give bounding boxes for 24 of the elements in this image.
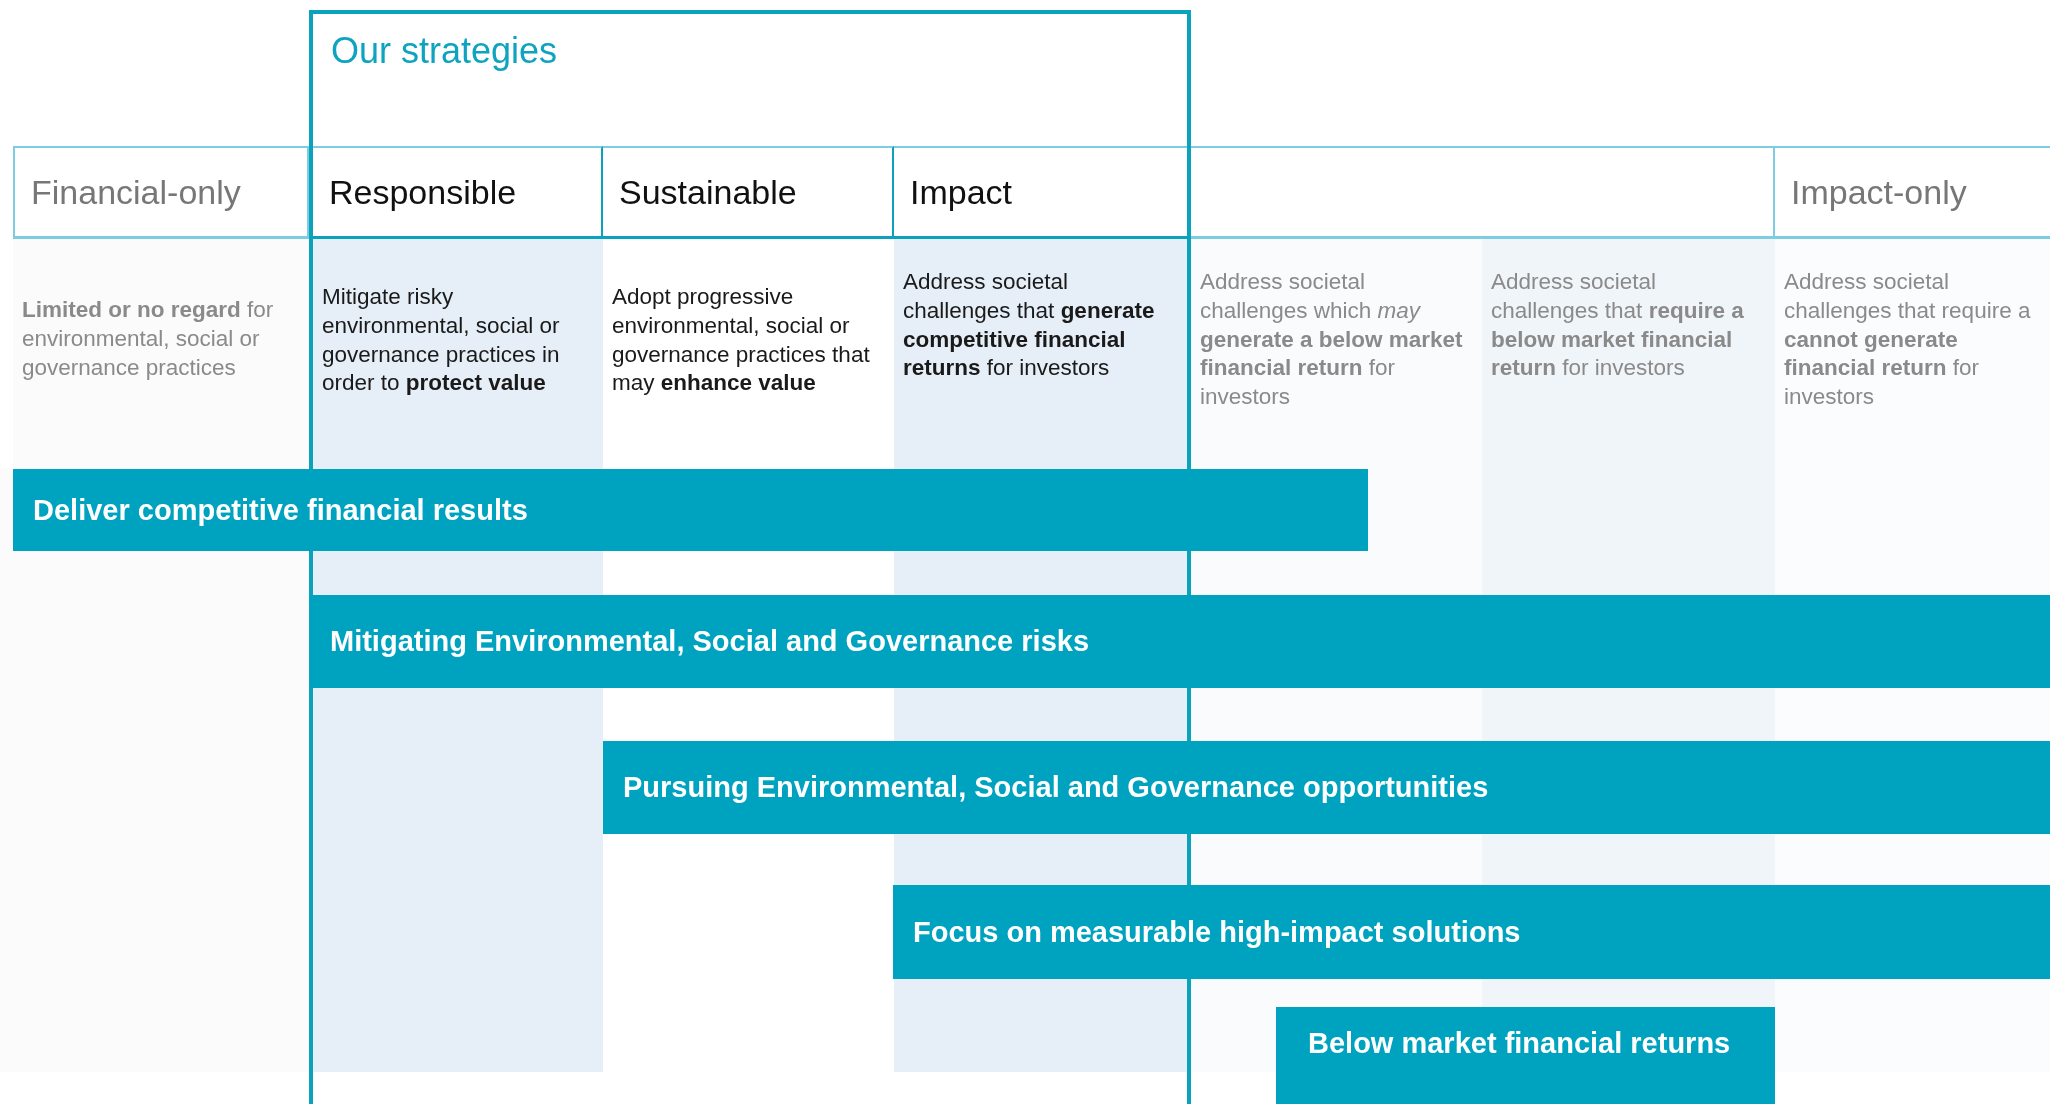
column-description: Address societal challenges that require a below market financial return for investors: [1491, 268, 1745, 383]
column-description: Limited or no regard for environmental, social or governance practices: [22, 296, 275, 382]
column-header: Responsible: [313, 146, 603, 239]
column-description: Address societal challenges that require a cannot generate financial return for investors: [1784, 268, 2032, 412]
frame-heading: Our strategies: [331, 30, 558, 72]
column-band: [894, 146, 1187, 468]
column-description: Adopt progressive environmental, social or governance practices that may enhance value: [612, 283, 871, 398]
strategy-bar: Deliver competitive financial results: [13, 469, 1368, 551]
column-band: [313, 146, 603, 468]
column-header: Impact-only: [1775, 146, 2050, 239]
column-band: [1482, 146, 1775, 468]
column-band: [13, 146, 309, 468]
strategy-bar: Pursuing Environmental, Social and Governance opportunities: [603, 741, 2050, 834]
column-band: [1191, 146, 1482, 468]
strategy-bar: Focus on measurable high-impact solutions: [893, 885, 2050, 979]
column-description: Address societal challenges that generate competitive financial returns for investors: [903, 268, 1156, 383]
column-description: Address societal challenges which may generate a below market financial return for investors: [1200, 268, 1464, 412]
column-header: Impact: [894, 146, 1187, 239]
column-band: [1775, 146, 2050, 468]
strategy-bar: Mitigating Environmental, Social and Governance risks: [310, 595, 2050, 688]
column-header: Financial-only: [13, 146, 309, 239]
column-header: Sustainable: [603, 146, 894, 239]
column-description: Mitigate risky environmental, social or governance practices in order to protect value: [322, 283, 561, 398]
strategy-bar: Below market financial returns: [1276, 1007, 1775, 1104]
